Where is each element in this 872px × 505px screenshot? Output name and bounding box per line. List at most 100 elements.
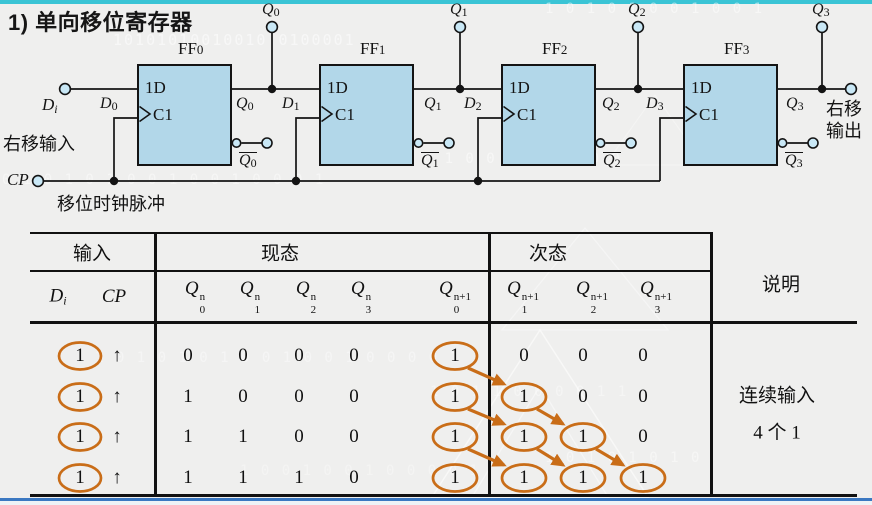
- cell-next-r1c3: 0: [638, 386, 648, 407]
- orange-circle: [57, 422, 103, 452]
- ff2-box: [501, 64, 596, 166]
- cell-next-r3c3: 1: [638, 467, 648, 488]
- cell-present-r1c0: 1: [183, 386, 193, 407]
- table-divider-input-present: [154, 232, 157, 497]
- cell-cp-row3: ↑: [112, 467, 122, 488]
- cell-present-r0c0: 0: [183, 345, 193, 366]
- terminal: [261, 137, 273, 149]
- cell-next-r0c0: 1: [450, 345, 460, 366]
- clock-wire: [295, 117, 320, 181]
- note-line-1: 连续输入: [738, 385, 816, 407]
- cell-next-r2c0: 1: [450, 426, 460, 447]
- bottom-accent-bar: [0, 498, 872, 501]
- cell-next-r3c0: 1: [450, 467, 460, 488]
- cell-cp-row1: ↑: [112, 386, 122, 407]
- cell-next-r1c1: 1: [519, 386, 529, 407]
- table-bottom-border: [30, 494, 857, 497]
- q0-top-label: Q0: [262, 1, 280, 19]
- cell-present-r1c2: 0: [294, 386, 304, 407]
- cell-present-r2c3: 0: [349, 426, 359, 447]
- q1-net-label: Q1: [424, 95, 442, 113]
- orange-circle: [500, 422, 548, 452]
- cell-present-r3c0: 1: [183, 467, 193, 488]
- cell-present-r2c0: 1: [183, 426, 193, 447]
- clock-wire: [659, 117, 684, 181]
- shift-clock-pulse-label: 移位时钟脉冲: [57, 194, 165, 214]
- ff1-c1-label: C1: [335, 105, 355, 124]
- junction-dot: [455, 84, 465, 94]
- junction-dot: [633, 84, 643, 94]
- clock-wire: [477, 117, 502, 181]
- cell-present-r0c1: 0: [238, 345, 248, 366]
- orange-circle: [559, 463, 607, 493]
- shift-register-circuit: [31, 20, 858, 188]
- clock-triangle-icon: [503, 105, 516, 123]
- orange-circle: [431, 382, 479, 412]
- cell-present-r1c1: 0: [238, 386, 248, 407]
- cell-present-r0c3: 0: [349, 345, 359, 366]
- cell-next-r3c2: 1: [578, 467, 588, 488]
- inverter-bubble-icon: [595, 138, 606, 149]
- cell-next-r2c2: 1: [578, 426, 588, 447]
- orange-circle: [57, 382, 103, 412]
- group-header-next: 次态: [528, 243, 568, 265]
- junction-dot: [291, 176, 301, 186]
- d1-net-label: D1: [282, 95, 300, 113]
- ff3-name: FF3: [724, 39, 750, 58]
- junction-dot: [267, 84, 277, 94]
- ff3-box: [683, 64, 778, 166]
- junction-dot: [473, 176, 483, 186]
- orange-circle: [431, 341, 479, 371]
- shift-arrow: [595, 447, 626, 467]
- orange-circle: [57, 463, 103, 493]
- ff0-name: FF0: [178, 39, 204, 58]
- clock-triangle-icon: [685, 105, 698, 123]
- table-header-underline: [30, 321, 857, 324]
- terminal: [631, 20, 645, 34]
- d2-net-label: D2: [464, 95, 482, 113]
- cell-di-row3: 1: [75, 467, 85, 488]
- orange-circle: [500, 463, 548, 493]
- q1-bar-label: Q1: [421, 152, 439, 170]
- ff1-box: [319, 64, 414, 166]
- ff2-name: FF2: [542, 39, 568, 58]
- ff1-1d-label: 1D: [327, 78, 348, 97]
- clock-wire: [113, 117, 138, 181]
- terminal: [453, 20, 467, 34]
- bottom-margin: [0, 501, 872, 505]
- shift-arrow: [467, 407, 507, 426]
- cell-next-r0c3: 0: [638, 345, 648, 366]
- cell-di-row1: 1: [75, 386, 85, 407]
- terminal: [58, 82, 72, 96]
- cell-present-r0c2: 0: [294, 345, 304, 366]
- cell-next-r0c1: 0: [519, 345, 529, 366]
- right-shift-output-label-2: 输出: [826, 121, 862, 141]
- q2-bar-label: Q2: [603, 152, 621, 170]
- cell-next-r2c1: 1: [519, 426, 529, 447]
- cell-di-row0: 1: [75, 345, 85, 366]
- table-top-border: [30, 232, 712, 234]
- orange-circle: [619, 463, 667, 493]
- clock-triangle-icon: [321, 105, 334, 123]
- q1-top-label: Q1: [450, 1, 468, 19]
- orange-circle: [500, 382, 548, 412]
- q0-bar-label: Q0: [239, 152, 257, 170]
- q3-net-label: Q3: [786, 95, 804, 113]
- orange-circle: [431, 463, 479, 493]
- right-shift-output-label-1: 右移: [826, 99, 862, 119]
- shift-arrow: [536, 447, 566, 467]
- ff3-c1-label: C1: [699, 105, 719, 124]
- group-header-input: 输入: [72, 243, 112, 265]
- cell-next-r1c2: 0: [578, 386, 588, 407]
- clock-triangle-icon: [139, 105, 152, 123]
- cell-next-r2c3: 0: [638, 426, 648, 447]
- junction-dot: [109, 176, 119, 186]
- cell-present-r3c1: 1: [238, 467, 248, 488]
